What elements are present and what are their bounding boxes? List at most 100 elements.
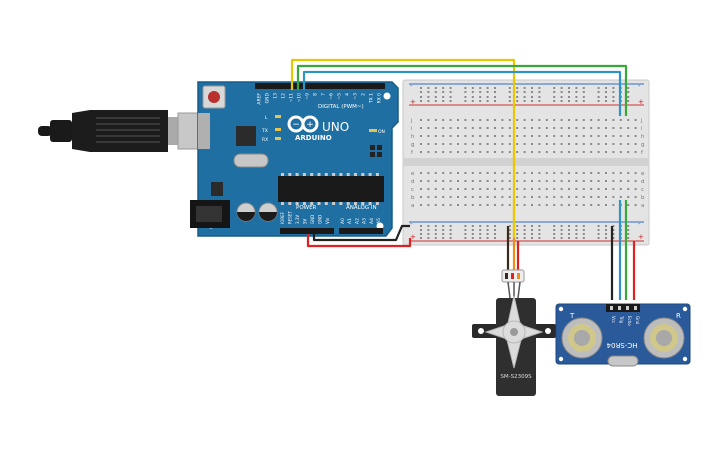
digital-label: DIGITAL (PWM~) xyxy=(318,104,364,110)
power-pin-label: Vin xyxy=(325,217,330,224)
analog-pin-label: A0 xyxy=(340,218,346,224)
digital-pin-label: AREF xyxy=(257,93,263,105)
row-letter: i xyxy=(411,126,413,132)
digital-pin-label: ~11 xyxy=(289,93,295,103)
digital-pin-label: 13 xyxy=(273,93,279,99)
transmitter-transducer xyxy=(561,317,603,359)
sensor-pin-label: Trig xyxy=(619,315,624,324)
row-letter: h xyxy=(411,134,415,140)
digital-pin-label: ~3 xyxy=(353,93,359,100)
digital-pin-label: ~5 xyxy=(337,93,343,100)
atmega-chip xyxy=(278,173,384,205)
capacitor xyxy=(258,202,278,222)
wire-yellow-signal[interactable] xyxy=(290,58,516,238)
row-letter: g xyxy=(641,142,645,148)
reset-button[interactable] xyxy=(202,85,226,109)
row-letter: d xyxy=(411,179,415,185)
row-letter: f xyxy=(411,150,414,156)
wire-red-5v[interactable] xyxy=(306,234,412,248)
svg-text:L: L xyxy=(265,115,268,121)
analog-label: ANALOG IN xyxy=(346,205,377,211)
power-header[interactable] xyxy=(280,228,334,234)
row-letter: a xyxy=(641,203,644,209)
row-letter: c xyxy=(411,187,414,193)
rail-plus: + xyxy=(410,98,416,106)
status-leds: L TX RX ON xyxy=(261,115,385,143)
sensor-pin-label: Gnd xyxy=(635,316,640,325)
wire-blue-echo[interactable] xyxy=(302,70,622,116)
digital-pin-label: 4 xyxy=(345,93,351,96)
rail-minus: - xyxy=(410,82,413,90)
svg-text:+: + xyxy=(410,233,416,241)
wires xyxy=(290,58,636,300)
sensor-pin-label: Vcc xyxy=(611,316,616,323)
servo-motor[interactable]: SM-S2309S xyxy=(472,269,556,396)
row-letter: j xyxy=(410,118,413,124)
sensor-pin-label: Echo xyxy=(627,316,632,326)
row-letter: a xyxy=(411,203,414,209)
digital-pin-label: ~10 xyxy=(297,93,303,103)
row-letter: b xyxy=(411,195,415,201)
analog-pin-label: A3 xyxy=(362,218,368,224)
arduino-logo: − + xyxy=(287,115,319,133)
svg-text:-: - xyxy=(638,82,641,90)
svg-text:RX: RX xyxy=(262,137,268,143)
row-letter: b xyxy=(641,195,645,201)
analog-pin-label: A4 xyxy=(369,218,375,224)
arduino-logo-text: ARDUINO xyxy=(295,134,332,142)
analog-pin-label: A5 xyxy=(376,218,382,224)
digital-pin-label: 2 xyxy=(361,93,367,96)
row-letter: f xyxy=(641,150,644,156)
digital-pin-label: 12 xyxy=(281,93,287,99)
power-pin-label: GND xyxy=(310,215,315,224)
row-letter: e xyxy=(641,171,645,177)
sensor-model: HC-SR04 xyxy=(606,341,637,349)
svg-text:−: − xyxy=(292,120,300,130)
row-letter: e xyxy=(411,171,415,177)
row-letter: i xyxy=(641,126,643,132)
digital-pin-label: ~9 xyxy=(305,93,311,100)
svg-text:+: + xyxy=(638,233,644,241)
wire-green-trig[interactable] xyxy=(296,64,628,116)
row-letter: g xyxy=(411,142,415,148)
power-pin-label: GND xyxy=(318,215,323,224)
analog-header[interactable] xyxy=(339,228,383,234)
svg-text:-: - xyxy=(410,220,413,228)
wire-black-gnd[interactable] xyxy=(312,224,410,242)
digital-pin-label: 7 xyxy=(321,93,327,96)
board-model: UNO xyxy=(322,120,349,134)
analog-pin-label: A1 xyxy=(347,218,353,224)
analog-pin-label: A2 xyxy=(354,218,360,224)
usb-cable xyxy=(38,110,209,152)
svg-text:+: + xyxy=(638,98,644,106)
sensor-header[interactable] xyxy=(606,304,640,312)
power-pin-label: IOREF xyxy=(280,211,285,224)
power-pin-label: RESET xyxy=(288,211,293,224)
digital-pin-label: 8 xyxy=(313,93,319,96)
capacitor xyxy=(236,202,256,222)
svg-text:ON: ON xyxy=(378,129,385,135)
digital-pin-label: RX 0 xyxy=(377,93,383,104)
row-letter: c xyxy=(641,187,644,193)
svg-text:TX: TX xyxy=(261,128,268,134)
row-letter: d xyxy=(641,179,645,185)
power-pin-label: 5V xyxy=(303,218,308,224)
power-pin-label: 3.3V xyxy=(295,215,300,224)
sensor-r-label: R xyxy=(676,312,681,320)
row-letter: h xyxy=(641,134,645,140)
receiver-transducer xyxy=(643,317,685,359)
row-letter: j xyxy=(640,118,643,124)
power-jack[interactable] xyxy=(190,200,230,228)
power-label: POWER xyxy=(296,205,317,211)
digital-pin-label: TX 1 xyxy=(369,93,375,104)
digital-header[interactable] xyxy=(255,83,385,89)
digital-pin-label: GND xyxy=(265,92,271,103)
digital-pin-label: ~6 xyxy=(329,93,335,100)
servo-model: SM-S2309S xyxy=(500,374,532,380)
svg-text:+: + xyxy=(306,120,314,130)
sensor-t-label: T xyxy=(569,312,575,320)
